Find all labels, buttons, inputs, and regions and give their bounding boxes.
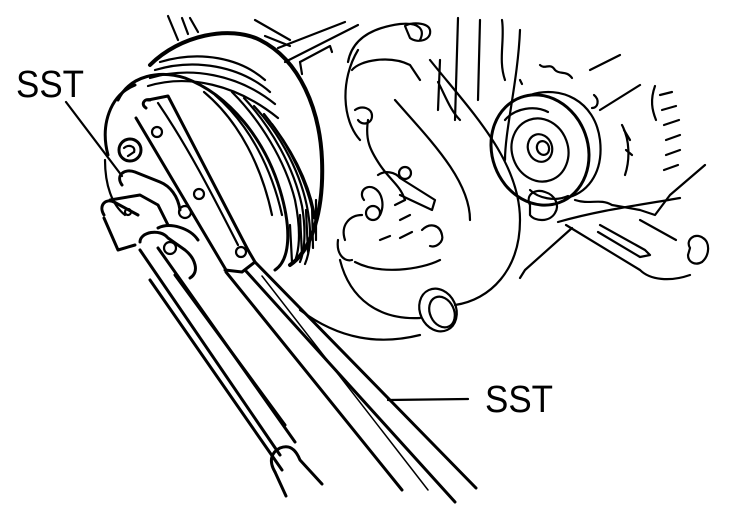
leader-line-sst-lower xyxy=(386,397,470,402)
sst-socket-handle xyxy=(100,169,324,498)
tensioner-bracket xyxy=(518,163,710,281)
sst-holding-bar xyxy=(117,94,478,504)
sst-label-lower-right: SST xyxy=(485,379,553,421)
radiator-hose xyxy=(338,58,522,320)
idler-pulley xyxy=(489,53,682,207)
sst-label-upper-left: SST xyxy=(16,64,84,106)
water-pump-housing xyxy=(298,106,458,341)
leader-line-sst-upper xyxy=(64,100,124,178)
crankshaft-pulley xyxy=(103,31,325,272)
